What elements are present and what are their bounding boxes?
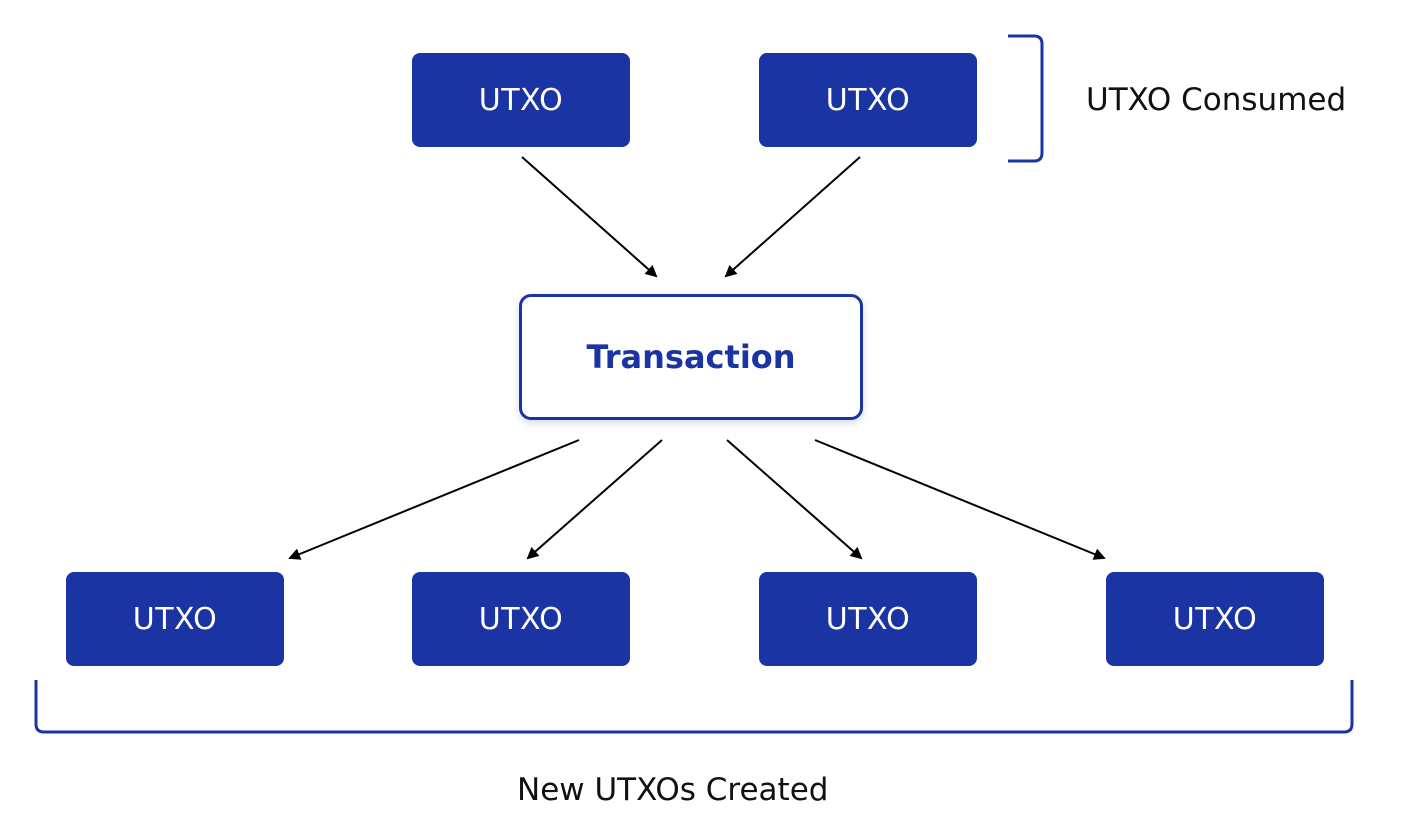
output-utxo-box-1: UTXO: [66, 572, 284, 666]
output-utxo-box-3: UTXO: [759, 572, 977, 666]
input-utxo-box-1: UTXO: [412, 53, 630, 147]
input-utxo-label-2: UTXO: [825, 82, 911, 118]
consumed-bracket: [1008, 34, 1044, 163]
output-utxo-label-2: UTXO: [478, 601, 564, 637]
arrow-transaction-to-output-3: [726, 439, 863, 560]
arrow-transaction-to-output-4: [814, 439, 1106, 560]
arrow-input-1-to-transaction: [521, 156, 658, 278]
created-bracket: [34, 680, 1354, 734]
output-utxo-label-3: UTXO: [825, 601, 911, 637]
input-utxo-label-1: UTXO: [478, 82, 564, 118]
utxo-consumed-label: UTXO Consumed: [1086, 82, 1347, 118]
transaction-box: Transaction: [519, 294, 863, 420]
output-utxo-box-2: UTXO: [412, 572, 630, 666]
output-utxo-box-4: UTXO: [1106, 572, 1324, 666]
new-utxos-created-label: New UTXOs Created: [517, 772, 829, 808]
arrow-transaction-to-output-2: [526, 439, 663, 560]
output-utxo-label-4: UTXO: [1172, 601, 1258, 637]
transaction-label: Transaction: [586, 338, 796, 376]
arrow-transaction-to-output-1: [288, 439, 580, 560]
input-utxo-box-2: UTXO: [759, 53, 977, 147]
output-utxo-label-1: UTXO: [132, 601, 218, 637]
arrow-input-2-to-transaction: [724, 156, 861, 278]
